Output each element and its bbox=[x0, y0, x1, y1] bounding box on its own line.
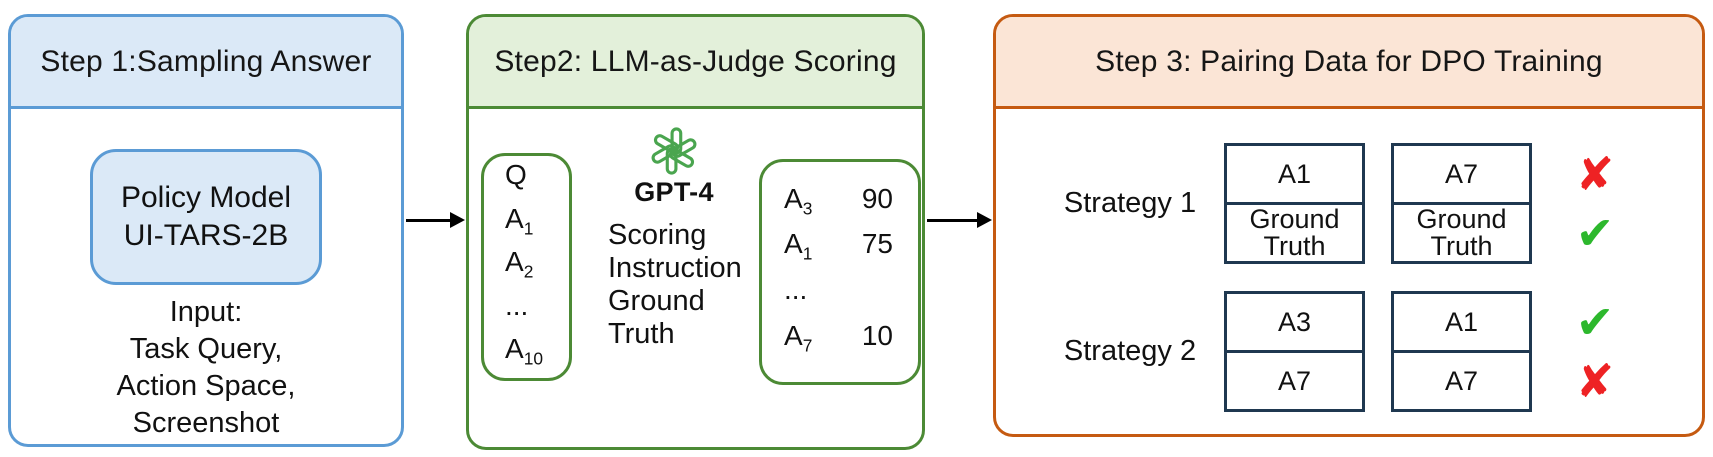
score-value: 90 bbox=[861, 182, 893, 214]
qa-item: A10 bbox=[505, 333, 543, 369]
input-line: Input: bbox=[169, 296, 243, 328]
judge-prompt-line: Instruction bbox=[608, 252, 742, 284]
strategy-2-row: Strategy 2 A3 A7 A1 A7 ✔ ✘ bbox=[1036, 291, 1702, 412]
strategy-1-label: Strategy 1 bbox=[1063, 187, 1197, 219]
score-value: 10 bbox=[861, 319, 893, 351]
pair-bottom-box: A7 bbox=[1391, 350, 1532, 412]
cross-mark-icon: ✘ bbox=[1575, 147, 1615, 201]
step2-panel: Step2: LLM-as-Judge Scoring Q A1 A2 ... … bbox=[466, 14, 925, 450]
step1-body: Policy Model UI-TARS-2B Input: Task Quer… bbox=[11, 109, 401, 442]
scores-box: A3 90 A1 75 ... A7 10 bbox=[759, 159, 921, 385]
judge-model-label: GPT-4 bbox=[634, 177, 714, 207]
policy-model-line2: UI-TARS-2B bbox=[123, 219, 289, 252]
strategy-1-marks: ✘ ✔ bbox=[1564, 143, 1626, 264]
judge-prompt-line: Truth bbox=[608, 318, 675, 350]
pair-top-box: A1 bbox=[1391, 291, 1532, 353]
score-answer: A1 bbox=[784, 228, 813, 264]
arrow-step2-to-step3 bbox=[927, 212, 992, 228]
strategy-2-pair-2: A1 A7 bbox=[1391, 291, 1532, 412]
pair-bottom-box: Ground Truth bbox=[1224, 202, 1365, 264]
arrow-step1-to-step2 bbox=[406, 212, 465, 228]
step2-header: Step2: LLM-as-Judge Scoring bbox=[469, 17, 922, 109]
strategy-2-pair-1: A3 A7 bbox=[1224, 291, 1365, 412]
judge-prompt: Scoring Instruction Ground Truth bbox=[608, 219, 742, 351]
policy-model-box: Policy Model UI-TARS-2B bbox=[90, 149, 322, 285]
pair-bottom-box: Ground Truth bbox=[1391, 202, 1532, 264]
input-line: Action Space, bbox=[116, 370, 296, 402]
score-answer: A3 bbox=[784, 182, 813, 219]
strategy-1-pair-1: A1 Ground Truth bbox=[1224, 143, 1365, 264]
score-row: ... bbox=[784, 272, 893, 318]
step1-header: Step 1:Sampling Answer bbox=[11, 17, 401, 109]
score-row: A1 75 bbox=[784, 226, 893, 272]
score-row: A7 10 bbox=[784, 318, 893, 364]
step3-title: Step 3: Pairing Data for DPO Training bbox=[1095, 44, 1603, 78]
sampled-answers-box: Q A1 A2 ... A10 bbox=[481, 153, 572, 381]
step2-title: Step2: LLM-as-Judge Scoring bbox=[494, 44, 897, 78]
score-value: 75 bbox=[861, 228, 893, 260]
qa-item: ... bbox=[505, 289, 529, 321]
strategy-2-marks: ✔ ✘ bbox=[1564, 291, 1626, 412]
score-row: A3 90 bbox=[784, 181, 893, 227]
step3-body: Strategy 1 A1 Ground Truth A7 Ground Tru… bbox=[996, 109, 1702, 412]
check-mark-icon: ✔ bbox=[1575, 206, 1615, 260]
score-answer: A7 bbox=[784, 319, 813, 356]
pair-top-box: A1 bbox=[1224, 143, 1365, 205]
step3-header: Step 3: Pairing Data for DPO Training bbox=[996, 17, 1702, 109]
openai-logo-icon bbox=[651, 127, 697, 175]
step1-title: Step 1:Sampling Answer bbox=[40, 44, 372, 78]
policy-model-line1: Policy Model bbox=[120, 181, 292, 214]
input-line: Task Query, bbox=[129, 333, 283, 365]
input-description: Input: Task Query, Action Space, Screens… bbox=[117, 294, 296, 442]
pair-top-box: A3 bbox=[1224, 291, 1365, 353]
pair-bottom-box: A7 bbox=[1224, 350, 1365, 412]
pair-top-box: A7 bbox=[1391, 143, 1532, 205]
cross-mark-icon: ✘ bbox=[1575, 354, 1615, 408]
input-line: Screenshot bbox=[132, 407, 280, 439]
strategy-2-label: Strategy 2 bbox=[1063, 335, 1197, 367]
check-mark-icon: ✔ bbox=[1575, 295, 1615, 349]
step3-panel: Step 3: Pairing Data for DPO Training St… bbox=[993, 14, 1705, 437]
judge-block: GPT-4 Scoring Instruction Ground Truth bbox=[608, 127, 742, 351]
judge-prompt-line: Scoring bbox=[608, 219, 707, 251]
qa-item: A2 bbox=[505, 246, 534, 282]
step1-panel: Step 1:Sampling Answer Policy Model UI-T… bbox=[8, 14, 404, 447]
qa-item: A1 bbox=[505, 202, 534, 239]
strategy-1-pair-2: A7 Ground Truth bbox=[1391, 143, 1532, 264]
strategy-1-row: Strategy 1 A1 Ground Truth A7 Ground Tru… bbox=[1036, 143, 1702, 264]
qa-item: Q bbox=[505, 159, 527, 191]
score-answer: ... bbox=[784, 274, 808, 305]
judge-prompt-line: Ground bbox=[608, 285, 705, 317]
